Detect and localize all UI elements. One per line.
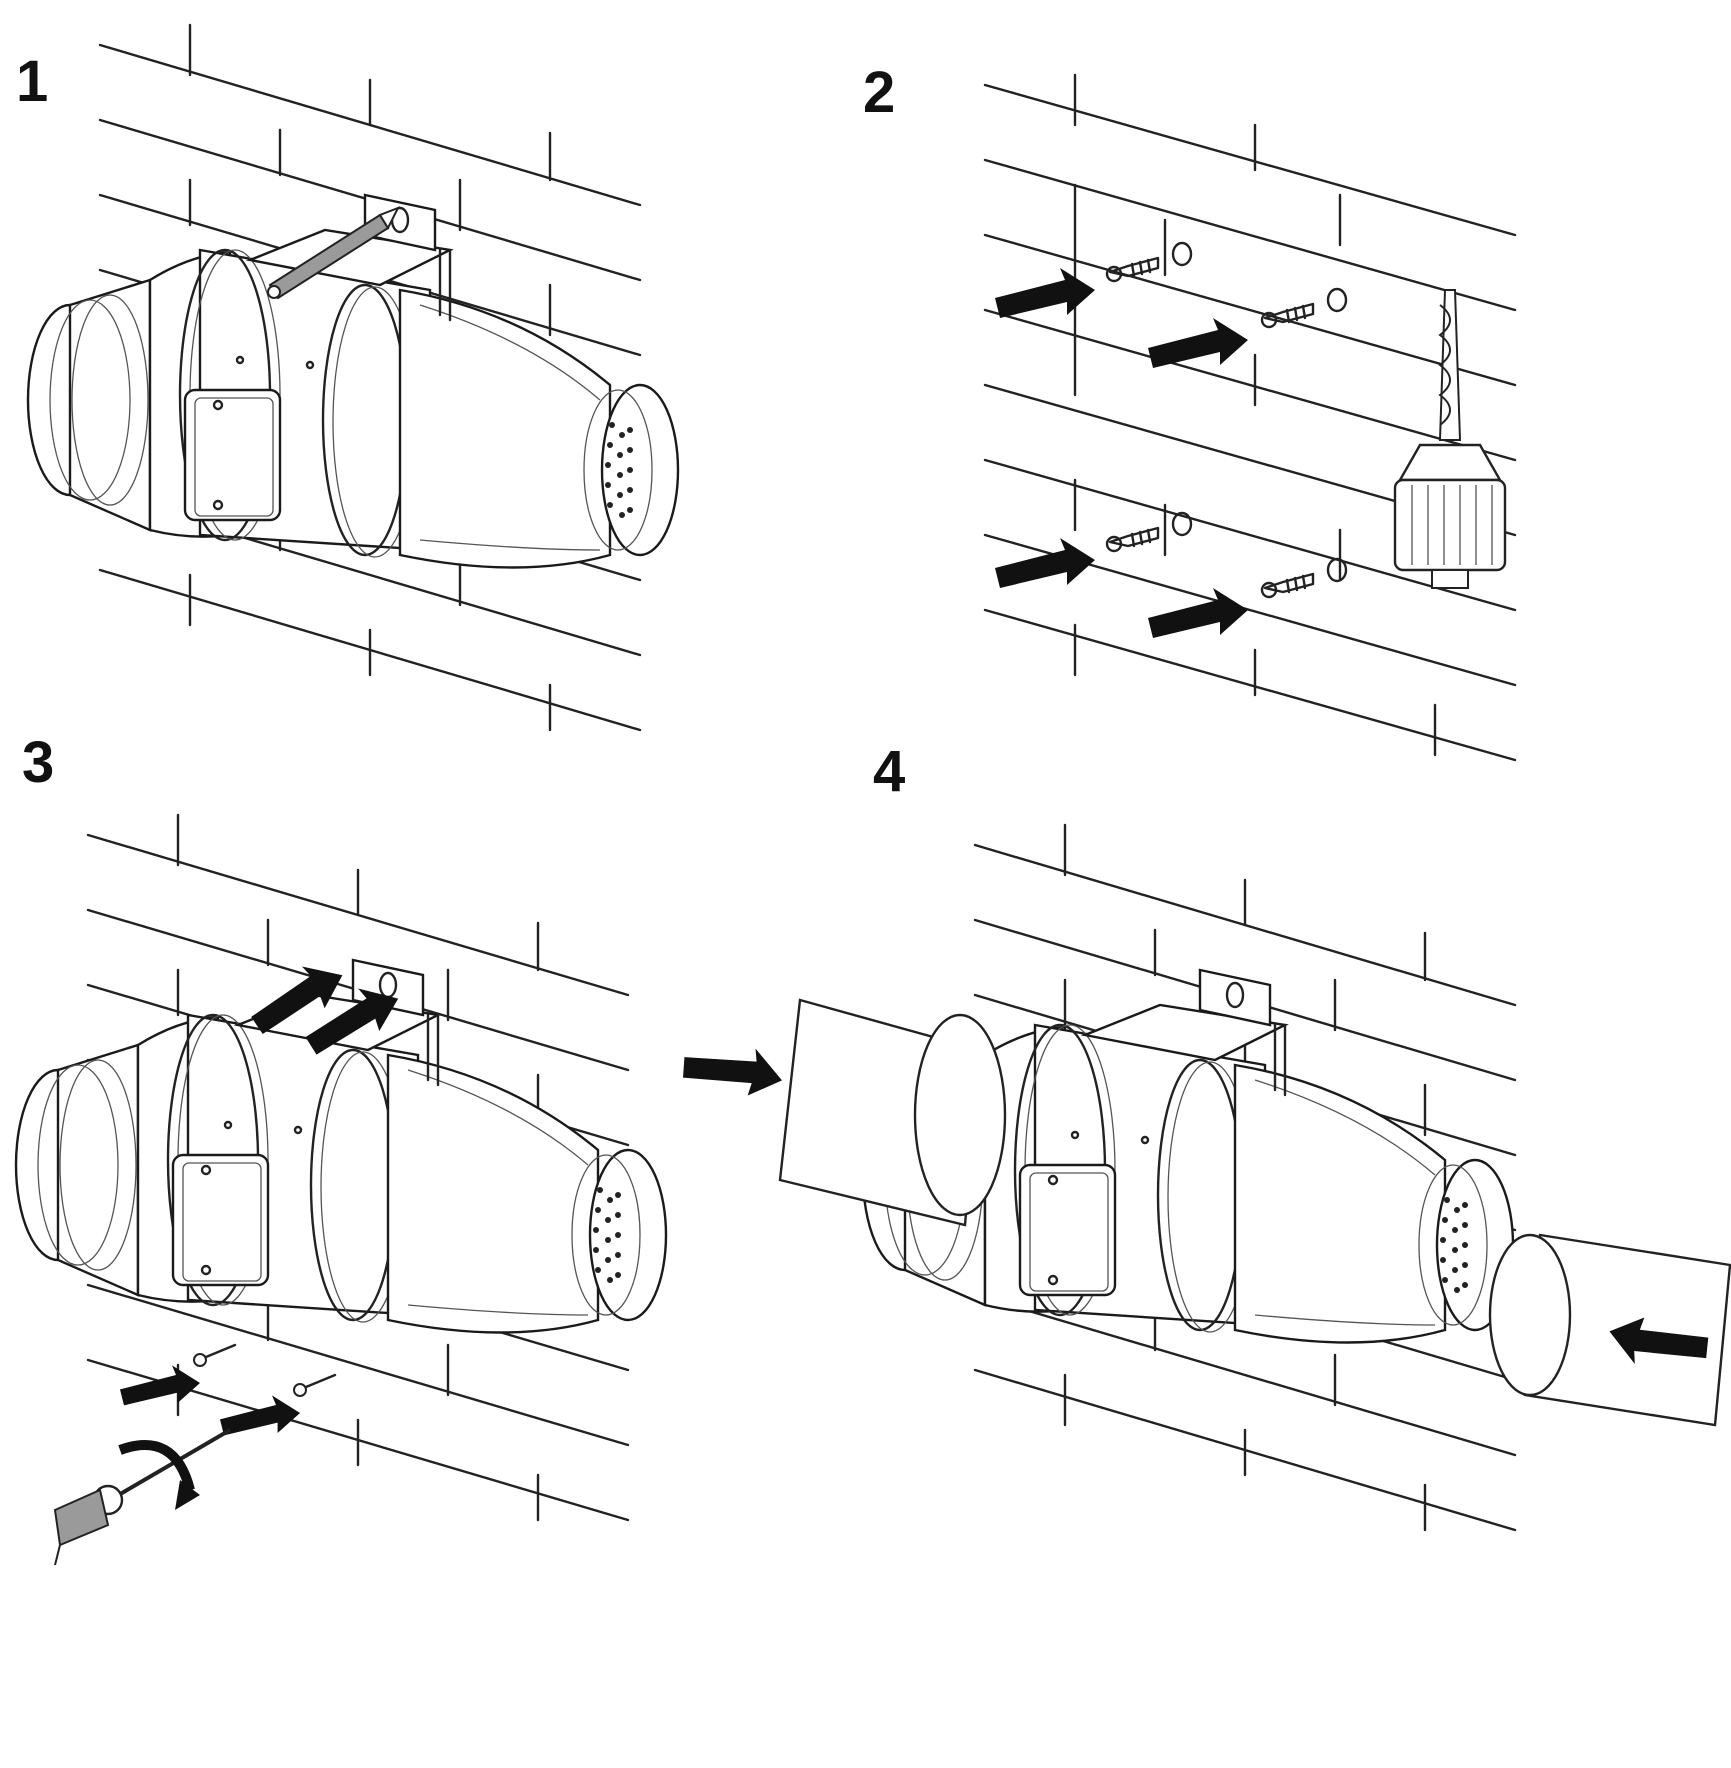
wall-plug [1105,241,1193,283]
brick-wall [983,73,1517,762]
step-1-panel: 1 [16,23,680,732]
rotate-arrow-icon [118,1440,200,1510]
screw-icon [293,1373,337,1397]
step-4-panel: 4 [678,739,1731,1532]
pencil-icon [267,206,401,300]
wall-plug [1260,557,1348,599]
step-4-number: 4 [873,739,905,804]
drill-icon [1393,289,1507,589]
wall-plug [1105,511,1193,553]
arrow-right-icon [678,1028,789,1108]
screwdriver-icon [53,1428,232,1566]
duct-right [1488,1233,1731,1427]
arrow-right-icon [995,538,1095,588]
arrow-right-icon [1148,318,1248,368]
step-1-number: 1 [16,49,48,114]
wall-plug [1260,287,1348,329]
arrow-right-icon [220,1395,300,1436]
step-2-panel: 2 [863,60,1517,762]
screw-icon [193,1343,237,1367]
arrow-right-icon [120,1365,200,1406]
step-2-number: 2 [863,60,895,125]
step-3-number: 3 [22,730,54,795]
step-3-panel: 3 [14,730,668,1566]
arrow-right-icon [995,268,1095,318]
duct-left [778,998,1007,1227]
